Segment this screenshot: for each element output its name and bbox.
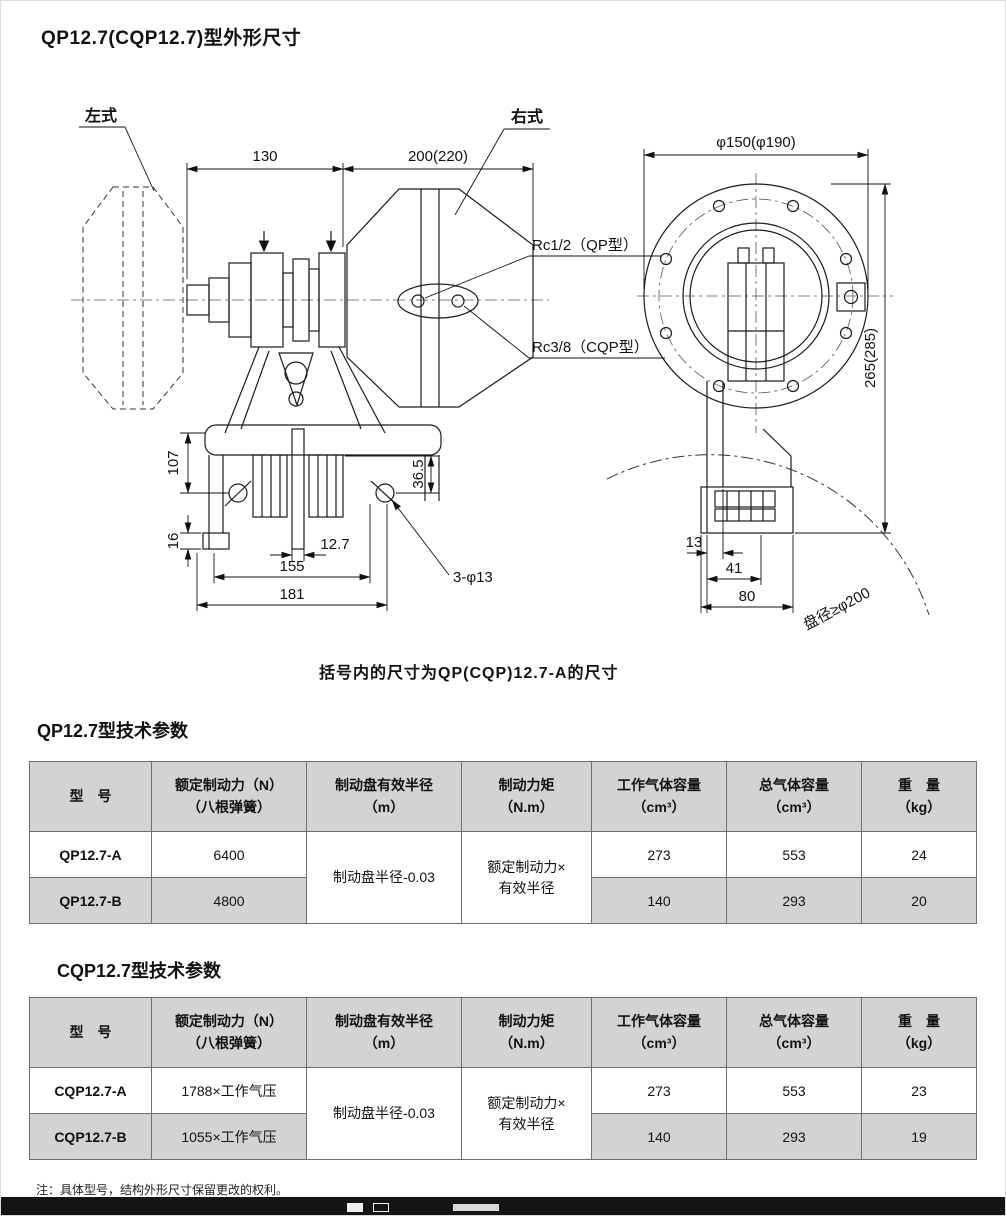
dim-200-220: 200(220) — [408, 148, 468, 165]
cell-weight: 23 — [861, 1067, 977, 1114]
col-header-force: 额定制动力（N）（八根弹簧） — [151, 761, 307, 832]
dim-181: 181 — [279, 586, 304, 603]
qp-table-title: QP12.7型技术参数 — [37, 721, 189, 741]
col-header-total-volume: 总气体容量（cm³） — [726, 761, 862, 832]
qp-header-row: 型 号 额定制动力（N）（八根弹簧） 制动盘有效半径（m） 制动力矩（N.m） … — [29, 761, 977, 832]
cell-radius-formula: 制动盘半径-0.03 — [306, 831, 462, 924]
col-header-model: 型 号 — [29, 761, 152, 832]
cell-torque-formula: 额定制动力× 有效半径 — [461, 831, 592, 924]
dim-265-285: 265(285) — [862, 328, 879, 388]
col-header-force: 额定制动力（N）（八根弹簧） — [151, 997, 307, 1068]
footnote: 注：具体型号，结构外形尺寸保留更改的权利。 — [36, 1183, 289, 1197]
cell-model: QP12.7-A — [29, 831, 152, 878]
cell-weight: 24 — [861, 831, 977, 878]
spring-force-arrows — [258, 231, 337, 253]
left-view-phantom-outline — [82, 186, 184, 410]
cqp-table-title: CQP12.7型技术参数 — [57, 961, 222, 981]
cell-model: CQP12.7-A — [29, 1067, 152, 1114]
dim-155: 155 — [279, 558, 304, 575]
dim-16: 16 — [165, 533, 182, 550]
dim-disc-diameter: 盘径≥φ200 — [800, 584, 873, 634]
cell-total-volume: 293 — [726, 1113, 862, 1160]
col-header-weight: 重 量（kg） — [861, 761, 977, 832]
qp-row-b: QP12.7-B 4800 140 293 20 — [29, 877, 977, 924]
right-view-body — [643, 183, 869, 534]
cell-total-volume: 553 — [726, 1067, 862, 1114]
cell-work-volume: 140 — [591, 877, 727, 924]
cqp-header-row: 型 号 额定制动力（N）（八根弹簧） 制动盘有效半径（m） 制动力矩（N.m） … — [29, 997, 977, 1068]
dim-36-5: 36.5 — [410, 459, 427, 488]
col-header-weight: 重 量（kg） — [861, 997, 977, 1068]
cell-work-volume: 273 — [591, 1067, 727, 1114]
dim-130: 130 — [252, 148, 277, 165]
cell-model: QP12.7-B — [29, 877, 152, 924]
dimension-labels: 左式 右式 130 200(220) Rc1/2（QP型） Rc3/8（CQP型… — [84, 106, 879, 634]
drawing-caption: 括号内的尺寸为QP(CQP)12.7-A的尺寸 — [319, 665, 619, 682]
page-footer-band — [1, 1197, 1005, 1215]
footer-logo-mark — [453, 1204, 499, 1211]
footer-logo-mark — [373, 1203, 389, 1212]
centerlines — [71, 173, 893, 433]
dim-12-7: 12.7 — [320, 536, 349, 553]
col-header-work-volume: 工作气体容量（cm³） — [591, 997, 727, 1068]
qp-row-a: QP12.7-A 6400 制动盘半径-0.03 额定制动力× 有效半径 273… — [29, 831, 977, 924]
col-header-radius: 制动盘有效半径（m） — [306, 761, 462, 832]
cell-model: CQP12.7-B — [29, 1113, 152, 1160]
view-label-right: 右式 — [511, 107, 543, 126]
cell-work-volume: 140 — [591, 1113, 727, 1160]
cell-force: 6400 — [151, 831, 307, 878]
cell-total-volume: 553 — [726, 831, 862, 878]
dim-41: 41 — [726, 560, 743, 577]
col-header-torque: 制动力矩（N.m） — [461, 761, 592, 832]
col-header-model: 型 号 — [29, 997, 152, 1068]
dim-3-phi13: 3-φ13 — [453, 569, 493, 586]
cell-total-volume: 293 — [726, 877, 862, 924]
view-label-left: 左式 — [84, 106, 117, 125]
cqp-row-a: CQP12.7-A 1788×工作气压 制动盘半径-0.03 额定制动力× 有效… — [29, 1067, 977, 1160]
col-header-radius: 制动盘有效半径（m） — [306, 997, 462, 1068]
cell-radius-formula: 制动盘半径-0.03 — [306, 1067, 462, 1160]
cqp-spec-table: 型 号 额定制动力（N）（八根弹簧） 制动盘有效半径（m） 制动力矩（N.m） … — [29, 997, 977, 1160]
qp-spec-table: 型 号 额定制动力（N）（八根弹簧） 制动盘有效半径（m） 制动力矩（N.m） … — [29, 761, 977, 924]
dim-phi150: φ150(φ190) — [716, 134, 796, 151]
footer-logo-mark — [347, 1203, 363, 1212]
cell-force: 1055×工作气压 — [151, 1113, 307, 1160]
col-header-work-volume: 工作气体容量（cm³） — [591, 761, 727, 832]
cell-weight: 19 — [861, 1113, 977, 1160]
left-view-body — [186, 188, 534, 550]
page-title: QP12.7(CQP12.7)型外形尺寸 — [41, 28, 302, 49]
brake-disc-arc — [606, 454, 930, 616]
cell-weight: 20 — [861, 877, 977, 924]
cell-force: 1788×工作气压 — [151, 1067, 307, 1114]
dim-80: 80 — [739, 588, 756, 605]
cell-torque-formula: 额定制动力× 有效半径 — [461, 1067, 592, 1160]
cqp-row-b: CQP12.7-B 1055×工作气压 140 293 19 — [29, 1113, 977, 1160]
technical-drawing: 左式 右式 130 200(220) Rc1/2（QP型） Rc3/8（CQP型… — [71, 106, 930, 634]
col-header-torque: 制动力矩（N.m） — [461, 997, 592, 1068]
dim-port-qp: Rc1/2（QP型） — [532, 237, 638, 254]
dim-port-cqp: Rc3/8（CQP型） — [532, 339, 649, 356]
dim-13: 13 — [686, 534, 703, 551]
dimension-lines — [79, 126, 891, 613]
cell-work-volume: 273 — [591, 831, 727, 878]
dim-107: 107 — [165, 450, 182, 475]
cell-force: 4800 — [151, 877, 307, 924]
col-header-total-volume: 总气体容量（cm³） — [726, 997, 862, 1068]
